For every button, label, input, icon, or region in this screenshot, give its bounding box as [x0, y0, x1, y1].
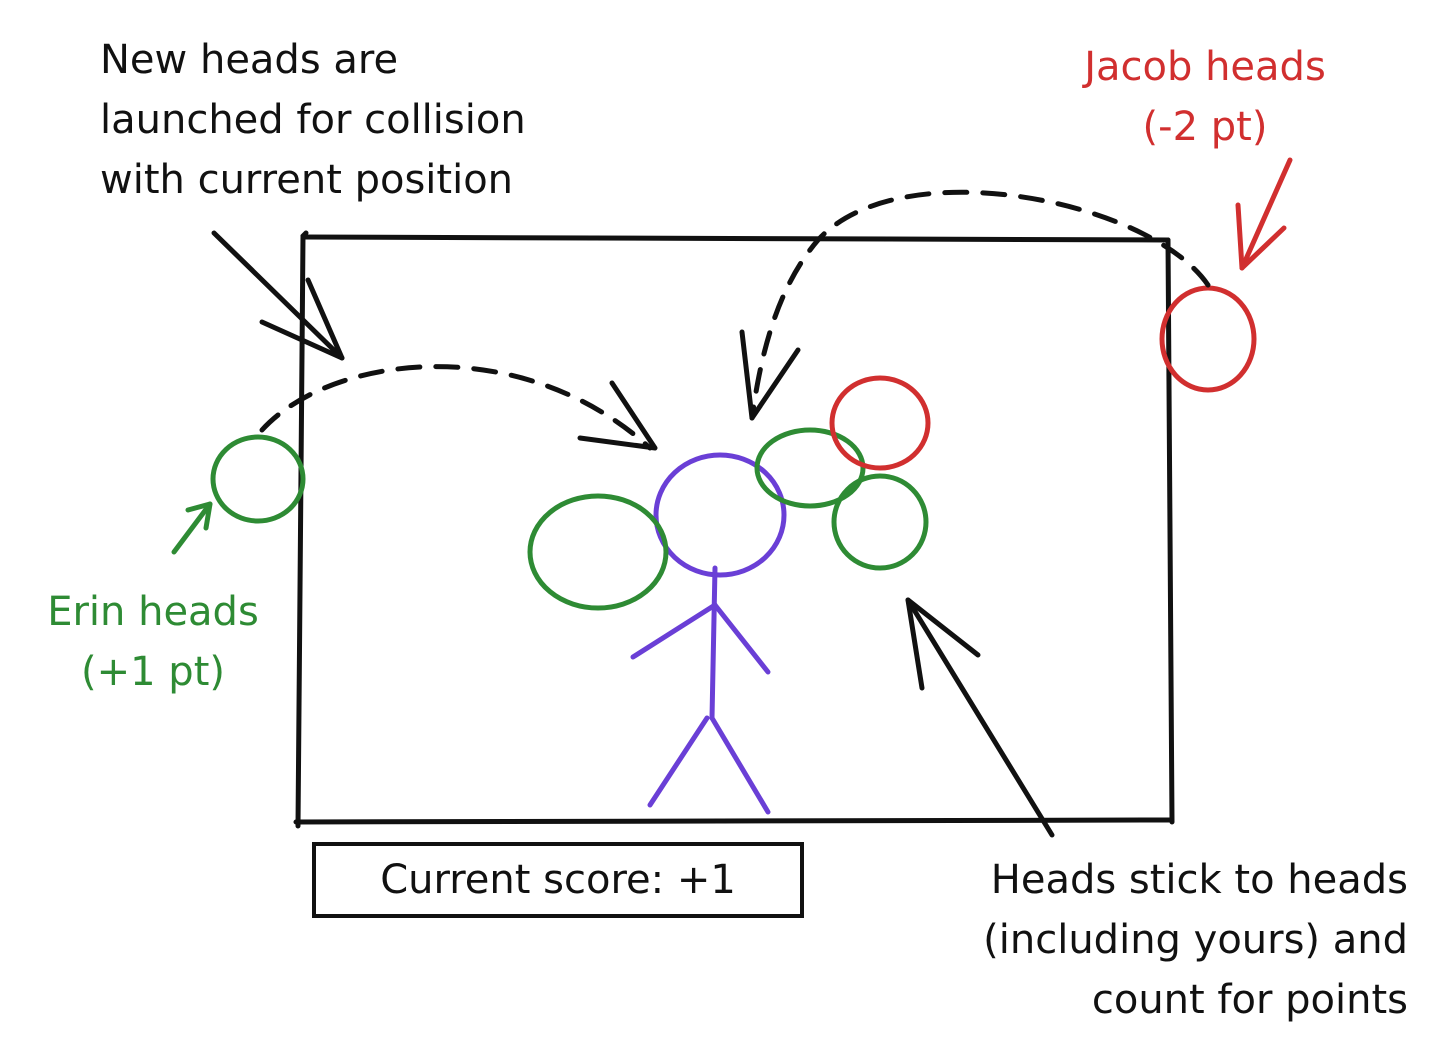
player-head — [653, 452, 787, 578]
erin-head-incoming — [210, 434, 306, 524]
stick-pointer-arrowhead — [905, 597, 981, 691]
player-leg-right — [709, 715, 771, 815]
jacob-annotation-line: (-2 pt) — [1142, 104, 1268, 150]
stick-annotation-line: Heads stick to heads — [990, 857, 1408, 903]
jacob-head-stuck — [829, 375, 931, 471]
player-body — [709, 565, 718, 721]
jacob-pointer-arrowhead — [1235, 202, 1287, 271]
erin-trajectory — [259, 364, 653, 451]
score-display: Current score: +1 — [312, 842, 804, 918]
stick-annotation-line: (including yours) and — [983, 917, 1408, 963]
erin-annotation-line: (+1 pt) — [81, 649, 225, 695]
player-arm-left — [630, 602, 718, 660]
player-stick-figure — [630, 452, 787, 815]
score-label: Current score: +1 — [380, 857, 736, 903]
launch-annotation: New heads are launched for collision wit… — [100, 30, 526, 210]
launch-pointer-arrow — [211, 230, 345, 361]
stick-pointer-arrow — [905, 597, 1055, 838]
jacob-trajectory — [749, 189, 1211, 421]
player-leg-left — [647, 715, 710, 808]
jacob-head-incoming — [1159, 285, 1257, 393]
jacob-annotation: Jacob heads (-2 pt) — [1050, 37, 1360, 157]
erin-head-stuck-left — [527, 493, 669, 611]
stick-annotation-line: count for points — [1091, 977, 1408, 1023]
jacob-annotation-line: Jacob heads — [1084, 44, 1326, 90]
stick-annotation: Heads stick to heads (including yours) a… — [888, 850, 1408, 1030]
erin-annotation-line: Erin heads — [47, 589, 259, 635]
launch-annotation-line: with current position — [100, 157, 514, 203]
launch-annotation-line: launched for collision — [100, 97, 526, 143]
jacob-trajectory-arrowhead — [739, 329, 801, 421]
erin-pointer-arrowhead — [185, 501, 213, 531]
erin-trajectory-arrowhead — [577, 380, 658, 451]
jacob-pointer-arrow — [1239, 157, 1293, 271]
erin-head-stuck-top — [754, 427, 866, 509]
player-arm-right — [712, 602, 771, 675]
launch-pointer-arrowhead — [259, 277, 345, 361]
erin-head-stuck-right — [831, 473, 929, 571]
erin-annotation: Erin heads (+1 pt) — [28, 582, 278, 702]
play-field-border — [293, 230, 1175, 829]
erin-pointer-arrow — [171, 501, 213, 555]
launch-annotation-line: New heads are — [100, 37, 399, 83]
